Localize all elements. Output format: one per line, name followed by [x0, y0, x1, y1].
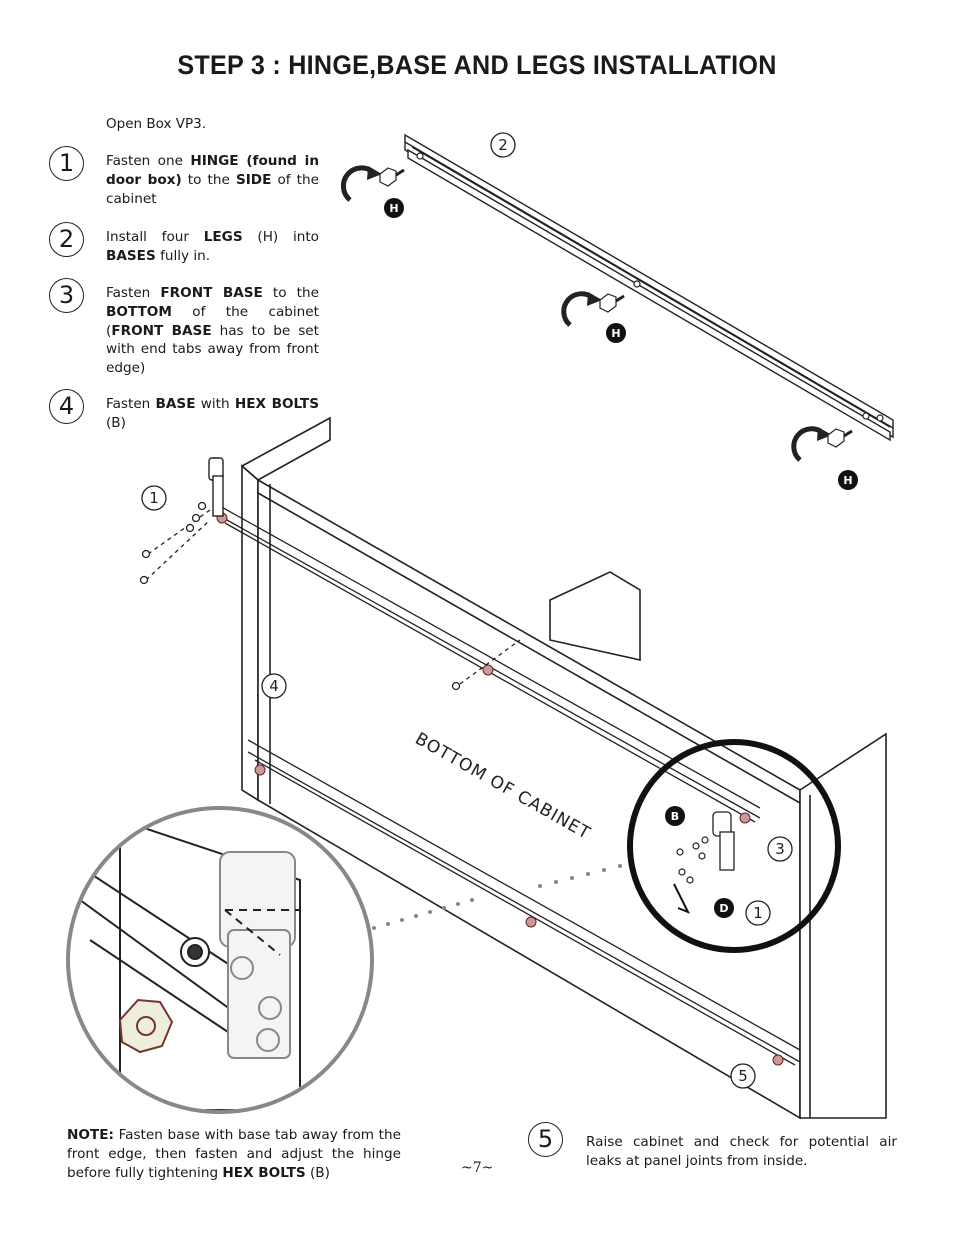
step-2: 2 Install four LEGS (H) into BASES fully…	[49, 222, 320, 264]
leg-letter-1: H	[389, 202, 398, 215]
step-2-text: Install four LEGS (H) into BASES fully i…	[106, 229, 320, 264]
bolt-letter: B	[671, 810, 679, 823]
screws	[139, 501, 521, 691]
wrench-letter: D	[719, 902, 728, 915]
step-4-text: Fasten BASE with HEX BOLTS (B)	[106, 396, 319, 431]
leg-h-3	[791, 426, 858, 490]
callout-3: 3	[775, 840, 785, 858]
callout-circle-5	[730, 1063, 756, 1089]
step-number-4: 4	[49, 389, 84, 424]
note-label: NOTE:	[67, 1127, 114, 1143]
callout-1: 1	[149, 489, 159, 507]
rail-holes	[416, 152, 884, 422]
magnified-detail	[66, 806, 622, 1114]
callout-circle-1	[141, 485, 167, 511]
note-text: NOTE: Fasten base with base tab away fro…	[67, 1127, 401, 1181]
hinge	[208, 457, 224, 517]
step-3-text: Fasten FRONT BASE to the BOTTOM of the c…	[106, 285, 319, 377]
hinge-detail-circle	[627, 739, 841, 953]
hex-bolts	[216, 512, 784, 1066]
leg-h-1	[340, 165, 405, 218]
step-number-1: 1	[49, 146, 84, 181]
step-number-2: 2	[49, 222, 84, 257]
step-number-5: 5	[528, 1122, 563, 1157]
step-3: 3 Fasten FRONT BASE to the BOTTOM of the…	[49, 278, 320, 378]
leg-letter-2: H	[611, 327, 620, 340]
callout-circle-1b	[745, 900, 771, 926]
callout-circle-4	[261, 673, 287, 699]
cabinet-body	[240, 416, 887, 1120]
callout-4: 4	[269, 677, 279, 695]
top-base-rail	[404, 133, 894, 442]
step-1-text: Fasten one HINGE (found in door box) to …	[106, 153, 319, 207]
leg-h-2	[561, 291, 626, 343]
step-5-text: Raise cabinet and check for potential ai…	[586, 1134, 897, 1169]
page-number: ~7~	[461, 1160, 494, 1176]
page-title: STEP 3 : HINGE,BASE AND LEGS INSTALLATIO…	[177, 50, 777, 80]
step-1: 1 Fasten one HINGE (found in door box) t…	[49, 146, 320, 207]
callout-circle-3	[767, 836, 793, 862]
step-4: 4 Fasten BASE with HEX BOLTS (B)	[49, 389, 320, 431]
leg-letter-3: H	[843, 474, 852, 487]
step-number-3: 3	[49, 278, 84, 313]
callout-circle-2	[490, 132, 516, 158]
intro-text: Open Box VP3.	[106, 116, 206, 132]
callout-1b: 1	[753, 904, 763, 922]
callout-5: 5	[738, 1067, 748, 1085]
callout-2: 2	[498, 136, 508, 154]
